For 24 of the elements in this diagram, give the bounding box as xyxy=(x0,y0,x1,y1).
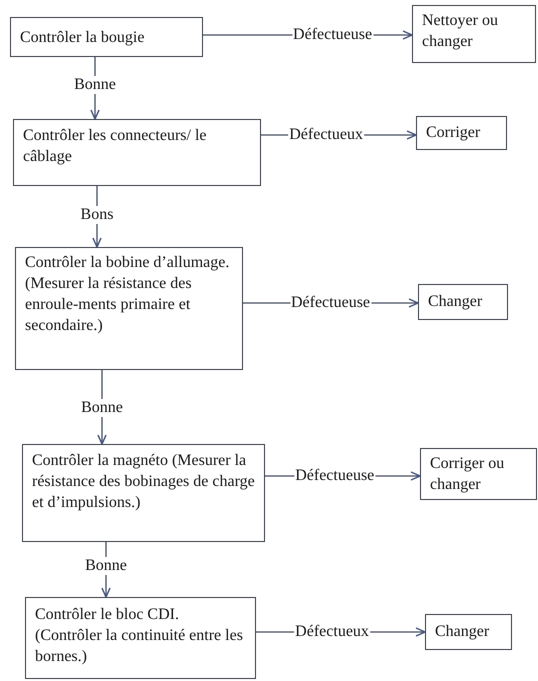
process-box xyxy=(420,448,537,500)
edge-label: Bons xyxy=(80,206,114,224)
box-text: Corriger xyxy=(426,123,482,143)
box-text: Contrôler la bougie xyxy=(20,28,146,48)
process-box xyxy=(412,5,536,63)
process-box xyxy=(15,247,243,370)
process-box xyxy=(25,597,256,679)
process-box xyxy=(425,614,512,650)
edge-label: Bonne xyxy=(73,76,117,94)
edge-label: Bonne xyxy=(84,556,128,575)
process-box xyxy=(10,17,203,57)
process-box xyxy=(22,444,265,542)
box-text: Contrôler le bloc CDI. (Contrôler la continuité entre les bornes.) xyxy=(35,605,244,667)
box-text: Contrôler la bobine d’allumage. (Mesurer la résistance des enroule-ments primaire et secondaire.) xyxy=(25,253,230,336)
box-text: Contrôler la magnéto (Mesurer la résistance des bobinages de charge et d’impulsions.) xyxy=(32,451,256,513)
box-text: Changer xyxy=(435,622,490,642)
process-box xyxy=(13,119,261,186)
process-box xyxy=(416,116,507,150)
box-text: Corriger ou changer xyxy=(430,454,506,495)
box-text: Contrôler les connecteurs/ le câblage xyxy=(23,126,208,167)
edge-label: Bonne xyxy=(80,399,124,418)
process-box xyxy=(418,284,508,320)
box-text: Nettoyer ou changer xyxy=(422,11,499,52)
box-text: Changer xyxy=(428,292,484,312)
